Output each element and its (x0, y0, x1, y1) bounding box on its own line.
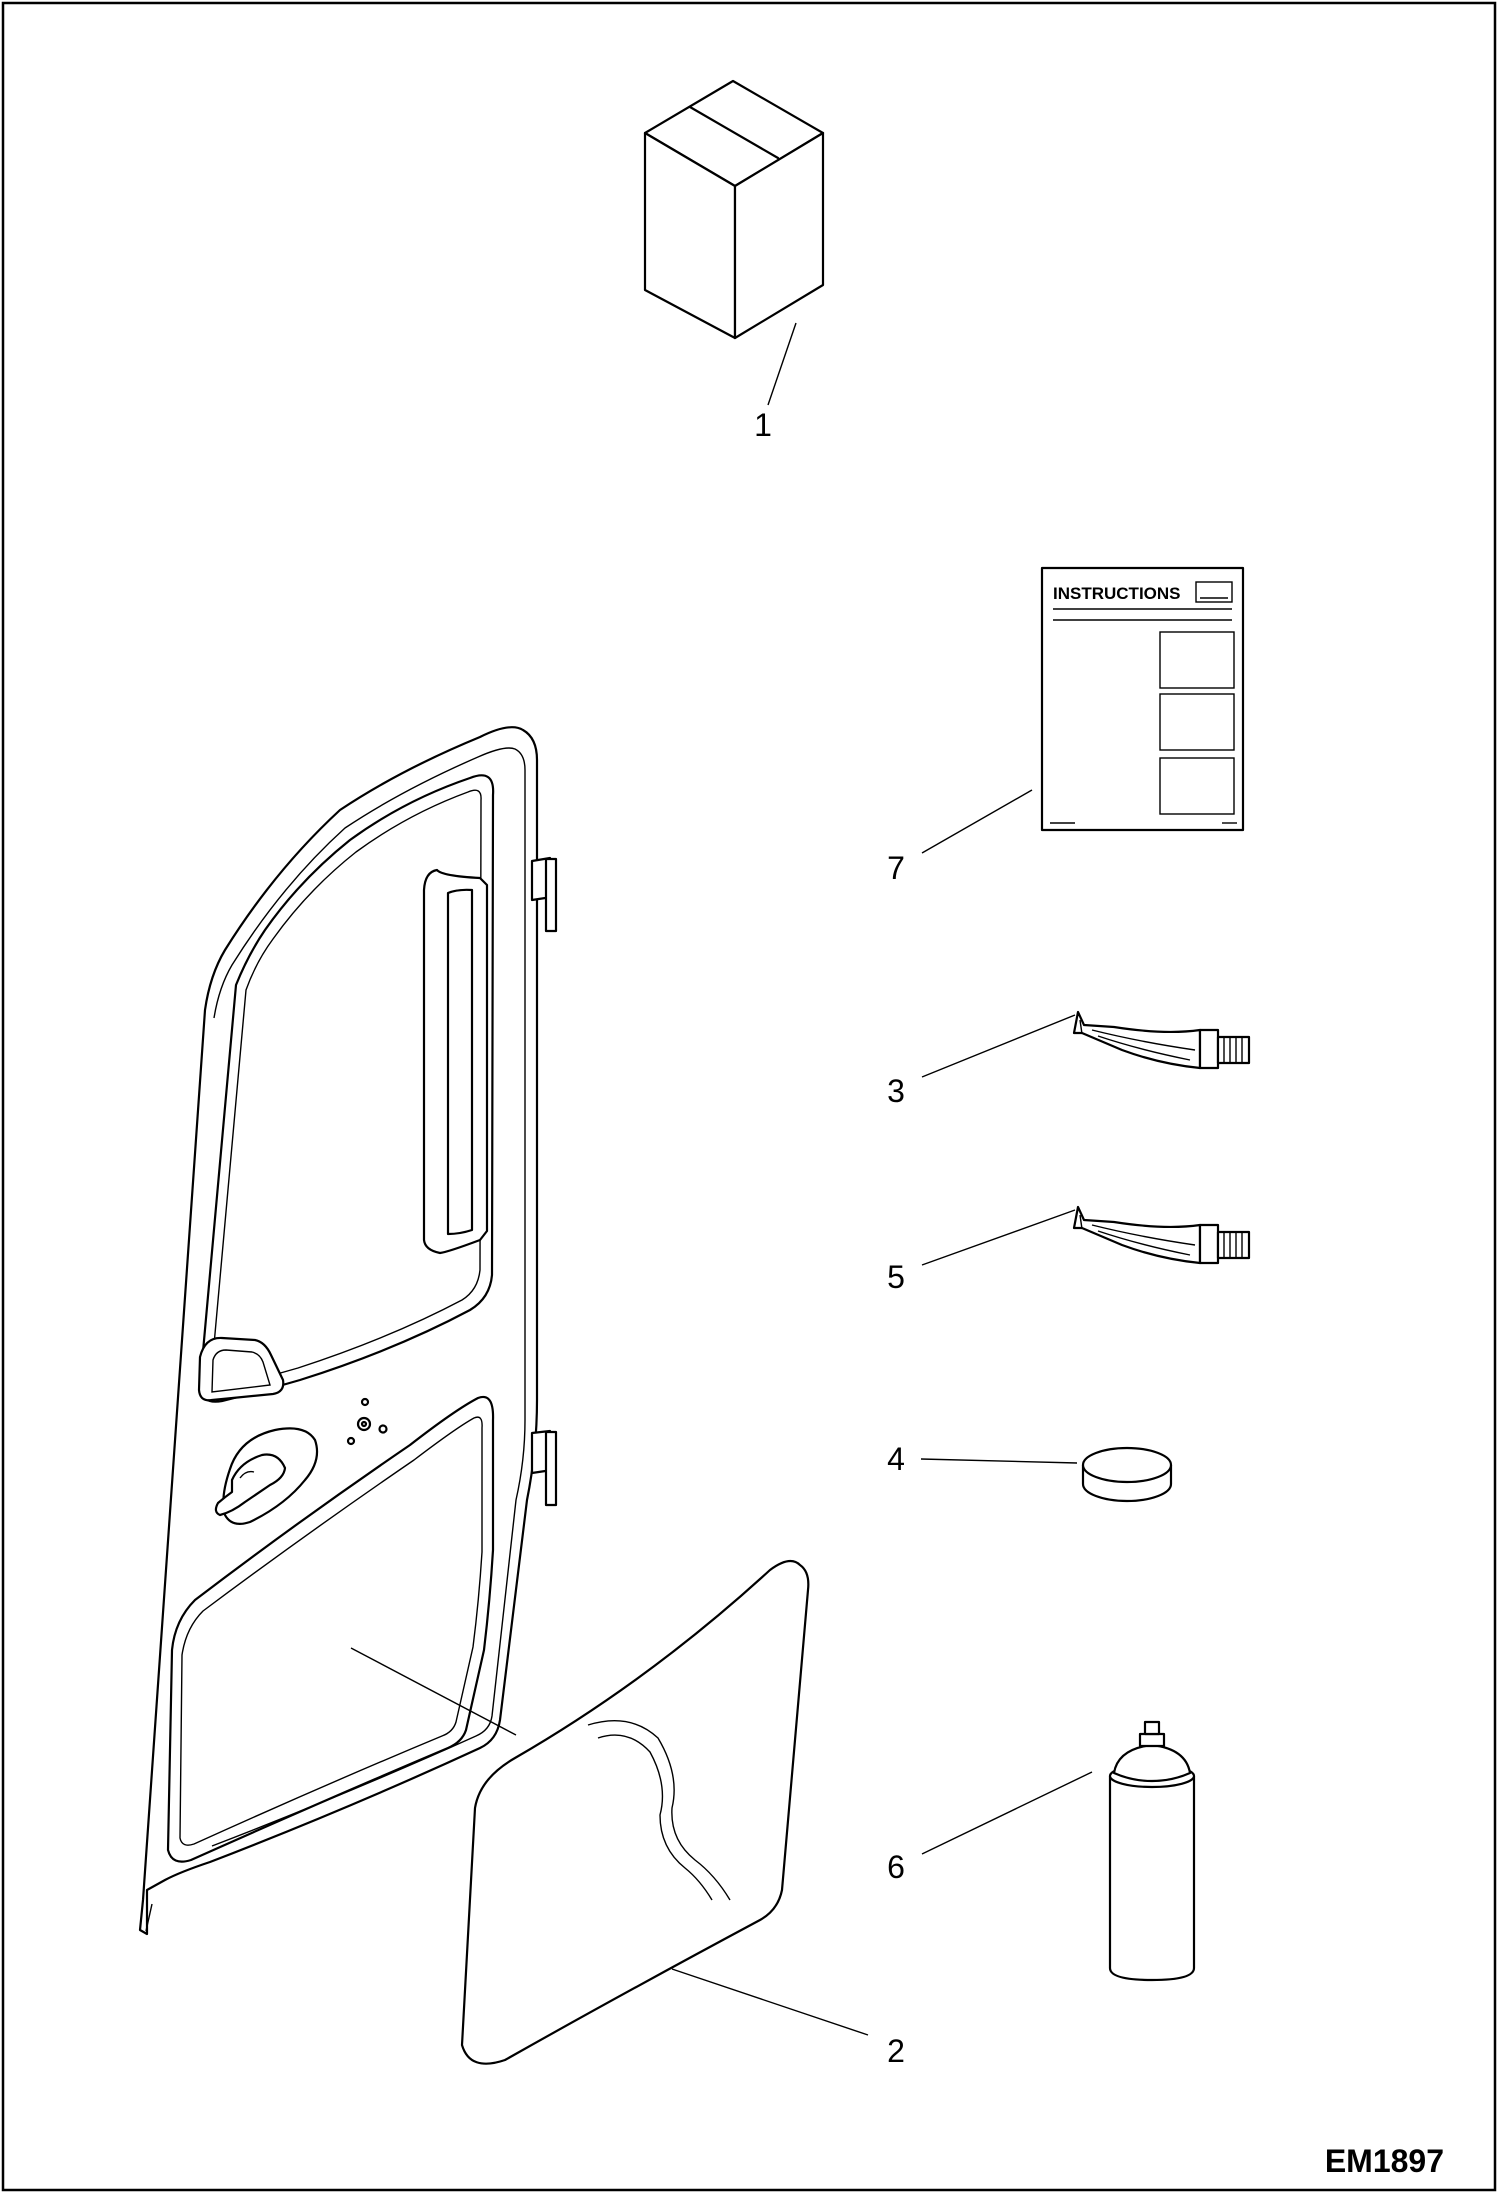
callout-1: 1 (754, 407, 772, 443)
callout-2: 2 (887, 2033, 905, 2069)
tube-upper-part (921, 1010, 1251, 1078)
window-panel-part (460, 1559, 869, 2065)
box-part (643, 79, 825, 406)
callout-4: 4 (887, 1441, 905, 1477)
callout-5: 5 (887, 1259, 905, 1295)
spray-can-part (921, 1720, 1196, 1982)
drawing-number: EM1897 (1325, 2143, 1444, 2179)
callout-7: 7 (887, 850, 905, 886)
callout-6: 6 (887, 1849, 905, 1885)
instruction-sheet-title: INSTRUCTIONS (1053, 584, 1181, 603)
puck-part (920, 1446, 1173, 1503)
tube-lower-part (921, 1205, 1251, 1266)
instruction-sheet-part: INSTRUCTIONS (921, 566, 1245, 854)
callout-3: 3 (887, 1073, 905, 1109)
cab-door (138, 726, 558, 1936)
